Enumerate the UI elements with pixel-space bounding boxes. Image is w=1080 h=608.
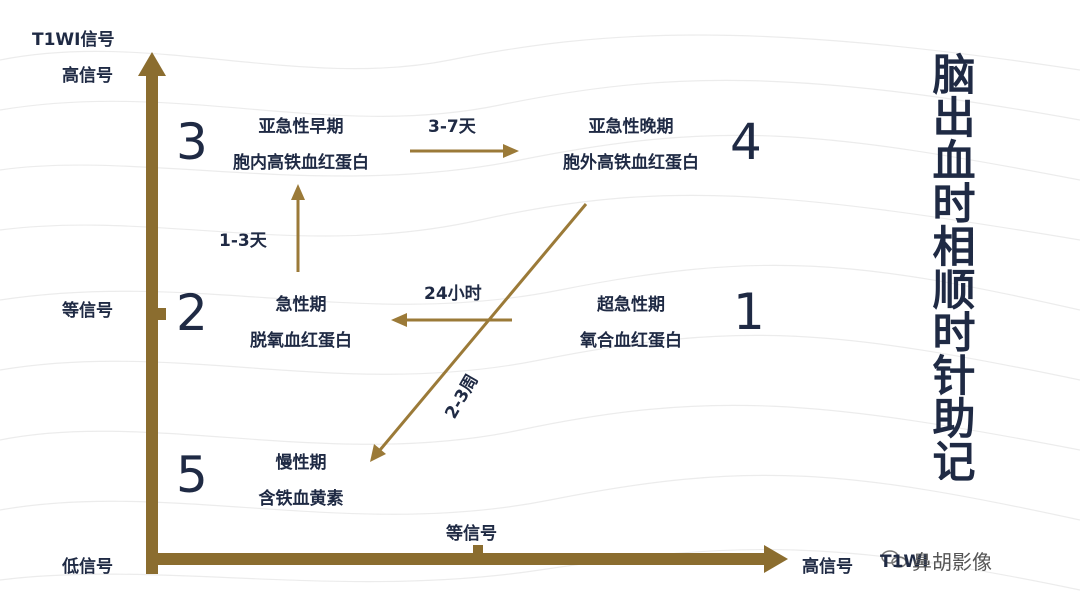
stage-1-number: 1 [733, 283, 765, 341]
stage-5-number: 5 [176, 446, 208, 504]
y-axis-title: T1WI信号 [32, 30, 115, 50]
transition-3-4-label: 3-7天 [428, 117, 476, 137]
x-axis-title-partial: T1WI [880, 552, 929, 572]
stage-4-name: 亚急性晚期 [588, 117, 674, 137]
diagram-title: 脑出血时相顺时针助记 [925, 52, 975, 482]
stage-2-name: 急性期 [275, 295, 327, 315]
x-axis-mid-label: 等信号 [446, 524, 497, 544]
y-axis-high-label: 高信号 [62, 66, 113, 86]
y-axis-mid-tick [156, 308, 166, 320]
arrow-2-to-3 [291, 184, 305, 272]
y-axis-arrowhead [138, 52, 166, 76]
watermark-text: 鼻胡影像 [912, 550, 992, 574]
stage-2-substance: 脱氧血红蛋白 [250, 331, 352, 351]
stage-4-substance: 胞外高铁血红蛋白 [563, 153, 699, 173]
arrow-3-to-4 [410, 144, 519, 158]
stage-4-number: 4 [730, 113, 762, 171]
stage-5-name: 慢性期 [275, 453, 327, 473]
arrow-1-to-2 [391, 313, 512, 327]
stage-1-substance: 氧合血红蛋白 [580, 331, 682, 351]
stage-1-name: 超急性期 [597, 295, 665, 315]
stage-5-substance: 含铁血黄素 [258, 489, 344, 509]
transition-2-3-label: 1-3天 [219, 231, 267, 251]
x-axis-mid-tick [473, 545, 483, 555]
stage-3-number: 3 [176, 113, 208, 171]
x-axis [146, 553, 766, 565]
y-axis-low-label: 低信号 [62, 557, 113, 577]
y-axis-mid-label: 等信号 [62, 301, 113, 321]
transition-1-2-label: 24小时 [424, 284, 482, 304]
x-axis-arrowhead [764, 545, 788, 573]
stage-3-name: 亚急性早期 [258, 117, 344, 137]
wechat-icon [881, 550, 907, 568]
stage-3-substance: 胞内高铁血红蛋白 [233, 153, 369, 173]
x-axis-high-label: 高信号 [802, 557, 853, 577]
stage-2-number: 2 [176, 284, 208, 342]
arrow-4-to-5 [370, 203, 588, 462]
y-axis [146, 74, 158, 574]
